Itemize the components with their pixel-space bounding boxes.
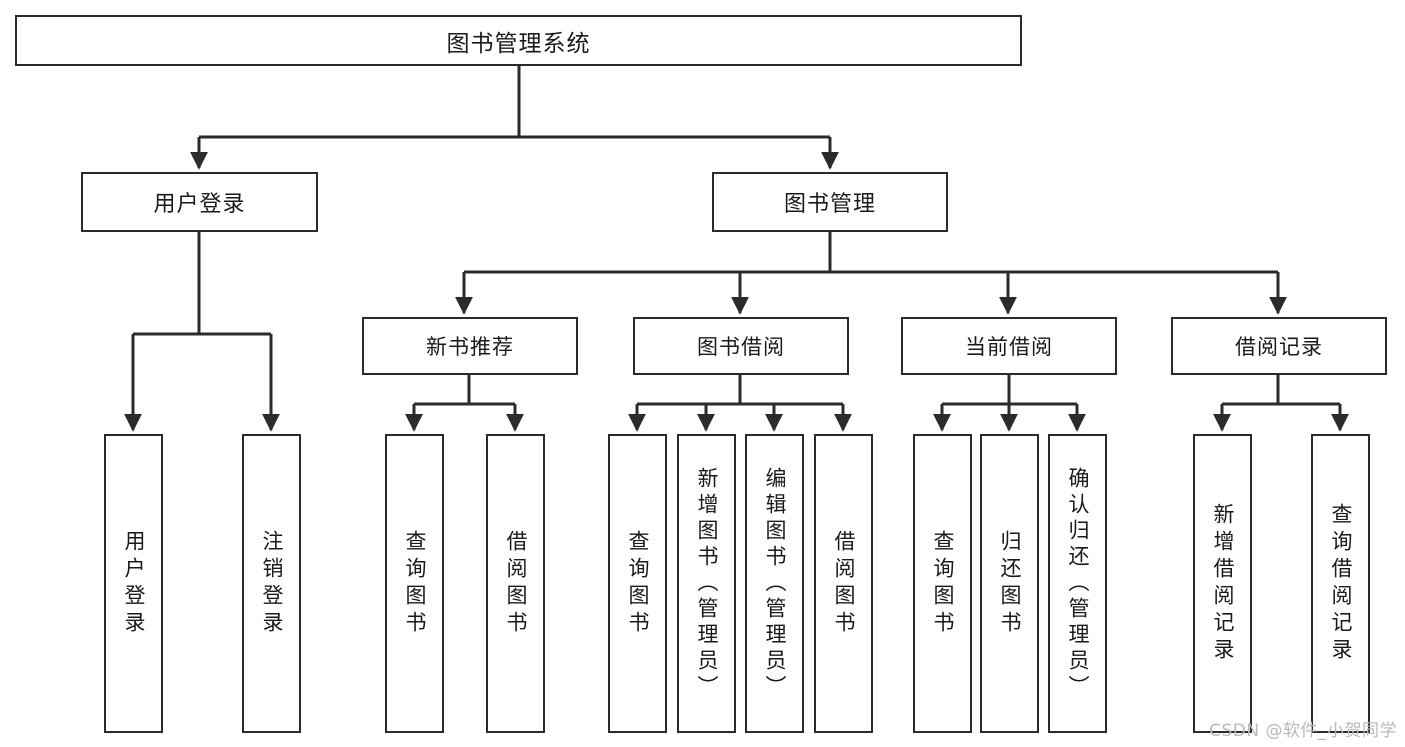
node-leaf-query-book-3[interactable]: 查询图书 xyxy=(913,434,972,733)
node-leaf-user-login[interactable]: 用户登录 xyxy=(104,434,163,733)
node-root[interactable]: 图书管理系统 xyxy=(15,15,1022,66)
node-user-login[interactable]: 用户登录 xyxy=(81,172,318,232)
node-book-borrow[interactable]: 图书借阅 xyxy=(633,317,849,375)
node-new-book-recommend[interactable]: 新书推荐 xyxy=(362,317,578,375)
node-leaf-user-login-label: 用户登录 xyxy=(122,529,146,638)
node-leaf-return-book[interactable]: 归还图书 xyxy=(980,434,1039,733)
node-borrow-record-label: 借阅记录 xyxy=(1235,335,1323,359)
node-leaf-add-book[interactable]: 新增图书（管理员） xyxy=(677,434,736,733)
node-book-manage[interactable]: 图书管理 xyxy=(712,172,948,232)
node-leaf-borrow-book-1[interactable]: 借阅图书 xyxy=(486,434,545,733)
node-leaf-query-book-1[interactable]: 查询图书 xyxy=(385,434,444,733)
node-leaf-borrow-book-2[interactable]: 借阅图书 xyxy=(814,434,873,733)
node-leaf-borrow-book-1-label: 借阅图书 xyxy=(504,529,528,638)
node-book-borrow-label: 图书借阅 xyxy=(697,335,785,359)
node-leaf-add-record-label: 新增借阅记录 xyxy=(1211,502,1235,665)
node-leaf-user-logout[interactable]: 注销登录 xyxy=(242,434,301,733)
node-current-borrow-label: 当前借阅 xyxy=(965,335,1053,359)
node-leaf-edit-book-label: 编辑图书（管理员） xyxy=(763,466,787,701)
node-leaf-query-record-label: 查询借阅记录 xyxy=(1329,502,1353,665)
node-leaf-add-record[interactable]: 新增借阅记录 xyxy=(1193,434,1252,733)
node-root-label: 图书管理系统 xyxy=(446,30,591,57)
node-borrow-record[interactable]: 借阅记录 xyxy=(1171,317,1387,375)
node-leaf-borrow-book-2-label: 借阅图书 xyxy=(832,529,856,638)
node-leaf-confirm-return-label: 确认归还（管理员） xyxy=(1066,466,1090,701)
node-leaf-query-book-2[interactable]: 查询图书 xyxy=(608,434,667,733)
watermark-text: CSDN @软件_小贺同学 xyxy=(1209,721,1397,741)
node-current-borrow[interactable]: 当前借阅 xyxy=(901,317,1117,375)
node-leaf-return-book-label: 归还图书 xyxy=(998,529,1022,638)
node-leaf-query-book-2-label: 查询图书 xyxy=(626,529,650,638)
node-leaf-edit-book[interactable]: 编辑图书（管理员） xyxy=(745,434,804,733)
node-user-login-label: 用户登录 xyxy=(153,192,246,217)
node-new-book-recommend-label: 新书推荐 xyxy=(426,335,514,359)
node-leaf-user-logout-label: 注销登录 xyxy=(260,529,284,638)
node-leaf-add-book-label: 新增图书（管理员） xyxy=(695,466,719,701)
node-book-manage-label: 图书管理 xyxy=(783,192,876,217)
node-leaf-query-book-3-label: 查询图书 xyxy=(931,529,955,638)
node-leaf-confirm-return[interactable]: 确认归还（管理员） xyxy=(1048,434,1107,733)
node-leaf-query-book-1-label: 查询图书 xyxy=(403,529,427,638)
node-leaf-query-record[interactable]: 查询借阅记录 xyxy=(1311,434,1370,733)
